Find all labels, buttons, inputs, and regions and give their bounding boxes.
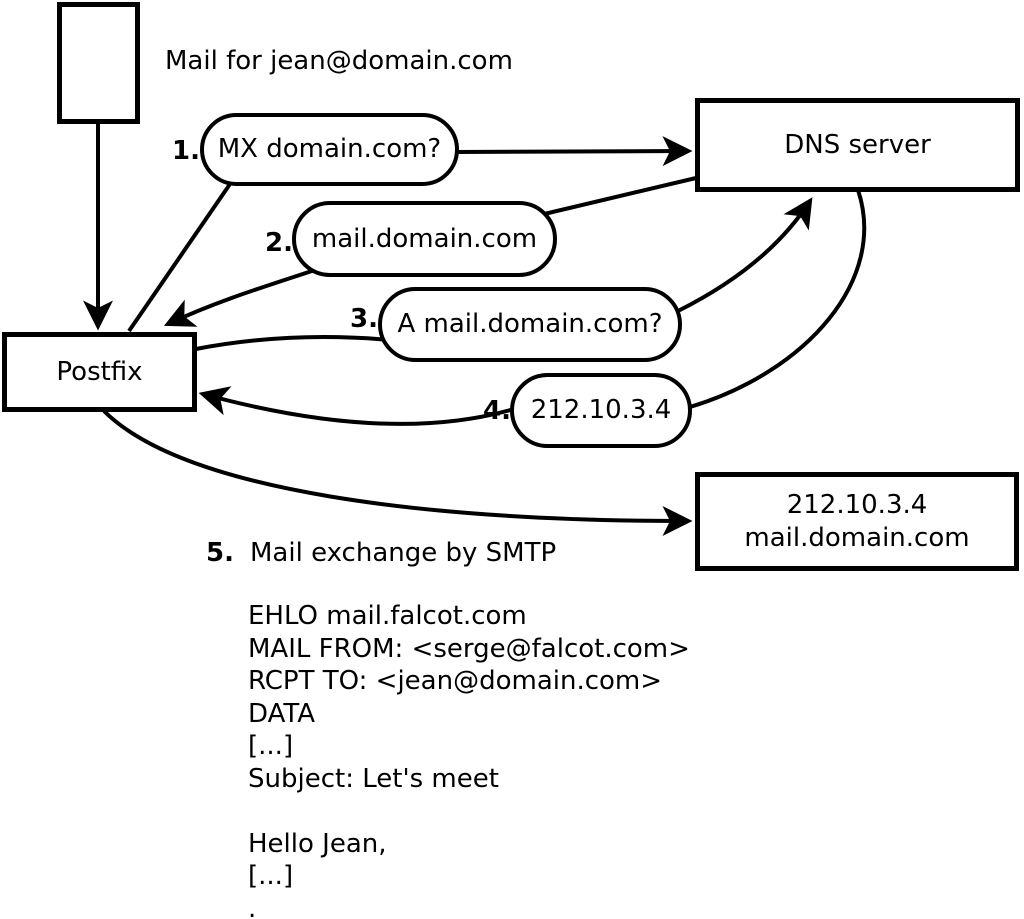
step4-response-label: 212.10.3.4 bbox=[530, 395, 672, 425]
step4-response-pill: 212.10.3.4 bbox=[510, 373, 692, 448]
mail-server-ip: 212.10.3.4 bbox=[786, 489, 928, 520]
step1-query-pill: MX domain.com? bbox=[200, 113, 459, 186]
mail-server-node: 212.10.3.4 mail.domain.com bbox=[695, 472, 1019, 571]
step5-label: Mail exchange by SMTP bbox=[250, 538, 557, 568]
arrow-response2-to-postfix bbox=[163, 268, 316, 327]
step4-number: 4. bbox=[483, 396, 511, 426]
step1-query-label: MX domain.com? bbox=[217, 134, 442, 164]
line-postfix-to-query3 bbox=[195, 335, 391, 351]
step5-number: 5. bbox=[206, 538, 234, 568]
arrow-query1-to-dns bbox=[454, 136, 693, 167]
step1-number: 1. bbox=[172, 136, 200, 166]
step3-number: 3. bbox=[350, 304, 378, 334]
dns-server-label: DNS server bbox=[784, 129, 931, 160]
arrow-response4-to-postfix bbox=[198, 386, 515, 426]
line-dns-to-response4 bbox=[689, 189, 867, 409]
line-dns-to-response2 bbox=[539, 176, 697, 217]
mail-server-hostname: mail.domain.com bbox=[744, 522, 970, 553]
postfix-node: Postfix bbox=[2, 332, 197, 412]
step2-response-label: mail.domain.com bbox=[311, 223, 538, 254]
dns-server-node: DNS server bbox=[695, 98, 1020, 192]
mail-envelope-shape bbox=[57, 2, 140, 124]
step2-number: 2. bbox=[265, 228, 293, 258]
arrow-query3-to-dns bbox=[677, 197, 813, 313]
step3-query-pill: A mail.domain.com? bbox=[378, 287, 682, 362]
smtp-session-text: EHLO mail.falcot.com MAIL FROM: <serge@f… bbox=[248, 601, 690, 919]
step3-query-label: A mail.domain.com? bbox=[397, 309, 663, 339]
postfix-label: Postfix bbox=[56, 356, 143, 387]
step2-response-pill: mail.domain.com bbox=[292, 201, 557, 277]
mail-for-label: Mail for jean@domain.com bbox=[165, 46, 513, 76]
arrow-postfix-to-mailserver bbox=[102, 409, 693, 536]
line-postfix-to-query1 bbox=[127, 182, 232, 333]
